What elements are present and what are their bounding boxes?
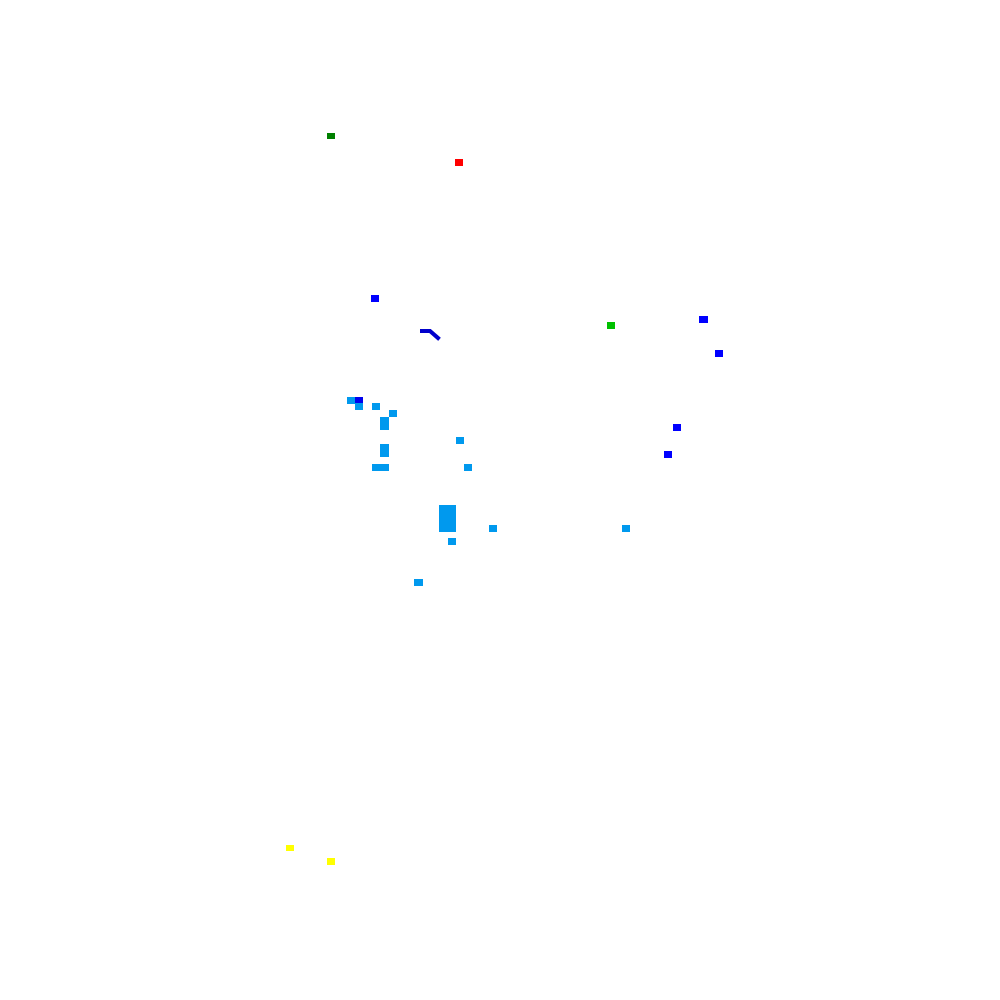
red-marker (455, 159, 463, 166)
sky-blue-marker (372, 464, 389, 471)
sky-blue-marker (372, 403, 380, 410)
sky-blue-marker (355, 403, 363, 410)
blue-marker (355, 397, 363, 404)
blue-marker (699, 316, 708, 323)
yellow-marker (286, 845, 294, 851)
sky-blue-marker (347, 397, 356, 404)
dark-green-marker (327, 133, 335, 139)
sky-blue-marker (456, 437, 464, 444)
sky-blue-marker (389, 410, 397, 417)
sky-blue-marker (448, 538, 456, 545)
blue-marker (664, 451, 672, 458)
yellow-marker (327, 858, 335, 865)
sky-blue-block (439, 505, 456, 532)
blue-curved-stroke (420, 329, 441, 341)
sky-blue-marker (464, 464, 472, 471)
sky-blue-marker (414, 579, 423, 586)
sky-blue-marker (380, 444, 389, 457)
green-marker (607, 322, 615, 329)
sky-blue-marker (489, 525, 497, 532)
blue-marker (715, 350, 723, 357)
sky-blue-marker (622, 525, 630, 532)
sky-blue-marker (380, 417, 389, 430)
blue-marker (673, 424, 681, 431)
blue-marker (371, 295, 379, 302)
